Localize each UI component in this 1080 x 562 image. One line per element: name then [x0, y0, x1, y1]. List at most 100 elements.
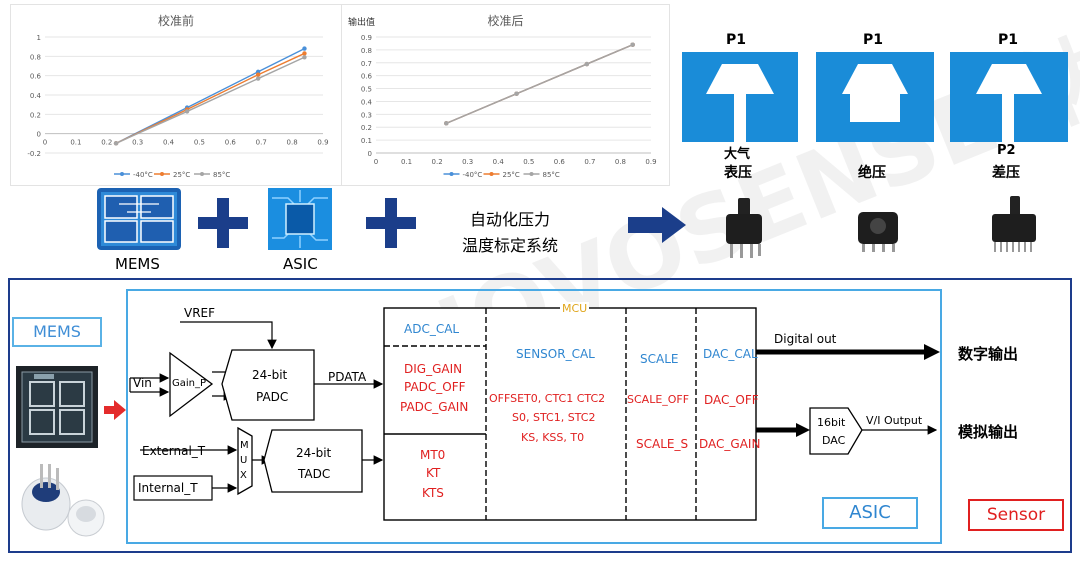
vi-output-label: V/I Output [866, 414, 923, 427]
legend-label-2: 85°C [213, 171, 230, 179]
mems-label: MEMS [115, 255, 160, 273]
series-point-2 [514, 91, 519, 96]
external-t-label: External_T [142, 444, 206, 458]
x-tick-label: 0.5 [194, 139, 205, 147]
mems-tag: MEMS [12, 317, 102, 347]
series-point-2 [444, 121, 449, 126]
absolute-port-label: P1 [863, 32, 884, 48]
sensor-params-3: KS, KSS, T0 [521, 431, 585, 444]
red-input-arrow-icon [104, 400, 126, 420]
x-tick-label: 0.6 [225, 139, 237, 147]
mt0-label: MT0 [420, 448, 446, 462]
y-tick-label: 1 [37, 34, 41, 42]
x-tick-label: 0.5 [523, 158, 534, 166]
differential-pressure-label: 差压 [992, 165, 1020, 181]
digital-output-cn: 数字输出 [958, 345, 1019, 363]
mux-label-x: X [240, 470, 247, 481]
legend-label-0: -40°C [463, 171, 483, 179]
x-tick-label: 0 [374, 158, 378, 166]
mux-label-m: M [240, 440, 249, 451]
tadc-line1: 24-bit [296, 446, 332, 460]
y-tick-label: 0.4 [30, 92, 42, 100]
right-arrow-icon [628, 207, 686, 243]
x-tick-label: 0.1 [70, 139, 81, 147]
legend-marker-2 [529, 172, 534, 176]
differential-pressure-icon [950, 52, 1068, 142]
sensor-params-1: OFFSET0, CTC1 CTC2 [489, 392, 606, 405]
asic-tag: ASIC [822, 497, 918, 529]
sensor-tag: Sensor [968, 499, 1064, 531]
x-tick-label: 0.3 [132, 139, 143, 147]
x-tick-label: 0.2 [432, 158, 443, 166]
x-tick-label: 0.9 [317, 139, 328, 147]
asic-frame [126, 289, 942, 544]
x-tick-label: 0.6 [554, 158, 566, 166]
series-point-0 [302, 46, 307, 51]
y-tick-label: -0.2 [27, 150, 41, 158]
scale-s-label: SCALE_S [636, 437, 689, 451]
x-tick-label: 0.1 [401, 158, 412, 166]
dac-cal-label: DAC_CAL [703, 347, 758, 361]
padc-gain-label: PADC_GAIN [400, 400, 469, 414]
series-point-2 [184, 109, 190, 114]
asic-chip-icon [268, 188, 332, 250]
legend-marker-2 [200, 172, 204, 176]
plus-icon-2 [366, 198, 416, 248]
absolute-pressure-label: 绝压 [858, 165, 886, 181]
analog-output-cn: 模拟输出 [958, 423, 1019, 441]
legend-marker-1 [160, 172, 164, 176]
block-diagram-frame [8, 278, 1072, 553]
series-point-2 [630, 42, 635, 47]
y-tick-label: 0.2 [30, 111, 41, 119]
x-tick-label: 0 [43, 139, 47, 147]
x-tick-label: 0.4 [163, 139, 175, 147]
series-line-2 [446, 44, 633, 125]
padc-line2: PADC [256, 390, 289, 404]
gauge-pressure-label: 表压 [724, 165, 752, 181]
gauge-port-bottom-label: 大气 [724, 147, 751, 162]
series-line-2 [115, 56, 305, 144]
tadc-line2: TADC [298, 467, 331, 481]
series-point-2 [584, 61, 590, 67]
gauge-port-label: P1 [726, 32, 747, 48]
dac-gain-label: DAC_GAIN [699, 437, 761, 451]
x-tick-label: 0.2 [101, 139, 112, 147]
diff-port-top-label: P1 [998, 32, 1019, 48]
y-tick-label: 0.8 [30, 53, 41, 61]
y-tick-label: 0.6 [30, 73, 42, 81]
x-tick-label: 0.3 [462, 158, 473, 166]
sensor-params-2: S0, STC1, STC2 [512, 411, 596, 424]
y-tick-label: 0 [368, 150, 372, 158]
y-tick-label: 0.9 [361, 34, 372, 42]
legend-marker-1 [489, 172, 494, 176]
series-line-0 [115, 47, 305, 144]
y-tick-label: 0.6 [361, 73, 373, 81]
series-point-2 [255, 76, 261, 81]
chart-title: 校准前 [158, 13, 194, 28]
y-tick-label: 0 [37, 131, 41, 139]
scale-off-label: SCALE_OFF [627, 393, 690, 406]
pdata-label: PDATA [328, 370, 367, 384]
series-line-1 [115, 52, 305, 144]
series-point-1 [255, 72, 261, 77]
calibration-system-line2: 温度标定系统 [462, 236, 559, 255]
x-tick-label: 0.7 [256, 139, 267, 147]
gain-label: Gain_P [172, 378, 207, 389]
y-tick-label: 0.5 [361, 86, 372, 94]
differential-sensor-package-icon [992, 196, 1036, 252]
x-tick-label: 0.8 [287, 139, 298, 147]
sensor-module-photo [21, 464, 105, 537]
adc-cal-label: ADC_CAL [404, 322, 460, 336]
legend-label-1: 25°C [503, 171, 520, 179]
vin-label: Vin [133, 376, 152, 390]
gauge-sensor-package-icon [726, 198, 762, 258]
vref-label: VREF [184, 306, 216, 320]
legend-marker-0 [120, 172, 124, 176]
legend-label-0: -40°C [133, 171, 153, 179]
y-tick-label: 0.3 [361, 111, 372, 119]
chart-title: 校准后 [487, 13, 523, 28]
gauge-pressure-icon [682, 52, 798, 142]
